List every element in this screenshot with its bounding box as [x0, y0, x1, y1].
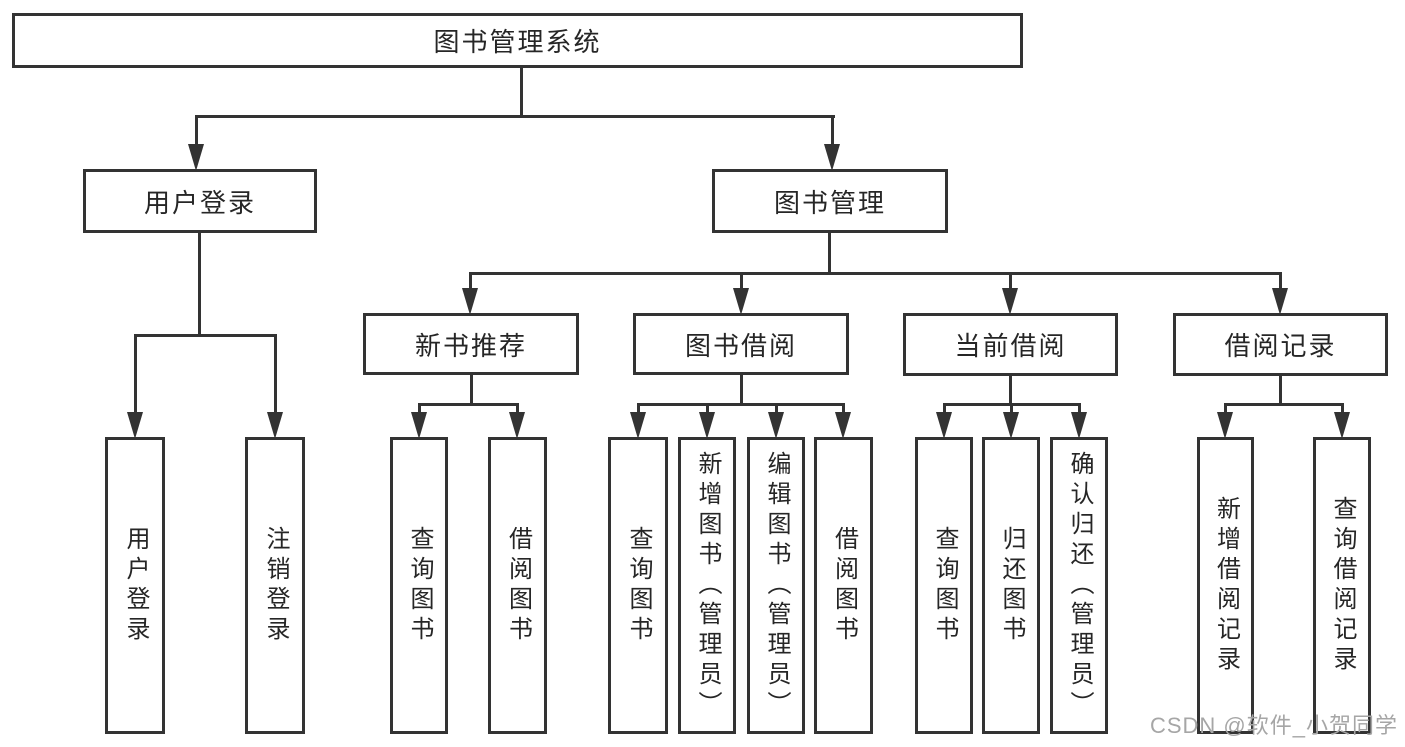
- connector-line: [1224, 403, 1343, 406]
- leaf-query-books-3: 查询图书: [915, 437, 973, 734]
- leaf-borrow-books-1: 借阅图书: [488, 437, 547, 734]
- leaf-return-books-label: 归还图书: [998, 525, 1025, 646]
- connector-line: [775, 403, 778, 413]
- arrow-down-icon: [699, 412, 715, 439]
- node-borrow-records-label: 借阅记录: [1224, 331, 1337, 361]
- leaf-edit-book-admin-label: 编辑图书（管理员）: [763, 450, 790, 721]
- node-borrow-records: 借阅记录: [1173, 313, 1388, 376]
- connector-line: [740, 374, 743, 405]
- leaf-logout-label: 注销登录: [262, 525, 289, 646]
- connector-line: [828, 233, 831, 274]
- connector-line: [637, 403, 640, 413]
- arrow-down-icon: [127, 412, 143, 439]
- leaf-logout: 注销登录: [245, 437, 305, 734]
- connector-line: [195, 115, 198, 145]
- node-new-book-recommend: 新书推荐: [363, 313, 579, 375]
- leaf-add-book-admin: 新增图书（管理员）: [678, 437, 736, 734]
- leaf-query-books-2: 查询图书: [608, 437, 668, 734]
- leaf-edit-book-admin: 编辑图书（管理员）: [747, 437, 805, 734]
- connector-line: [831, 115, 834, 145]
- arrow-down-icon: [1272, 288, 1288, 315]
- leaf-query-books-1-label: 查询图书: [406, 525, 433, 646]
- arrow-down-icon: [1003, 412, 1019, 439]
- connector-line: [740, 272, 743, 289]
- connector-line: [1078, 403, 1081, 413]
- connector-line: [943, 403, 946, 413]
- node-root-label: 图书管理系统: [433, 27, 602, 57]
- node-book-management: 图书管理: [712, 169, 948, 233]
- node-user-login-label: 用户登录: [143, 187, 256, 218]
- arrow-down-icon: [768, 412, 784, 439]
- node-current-borrow: 当前借阅: [903, 313, 1118, 376]
- connector-line: [469, 272, 1282, 275]
- connector-line: [637, 403, 845, 406]
- connector-line: [842, 403, 845, 413]
- connector-line: [516, 403, 519, 413]
- arrow-down-icon: [509, 412, 525, 439]
- node-book-management-label: 图书管理: [773, 187, 886, 218]
- leaf-query-books-1: 查询图书: [390, 437, 448, 734]
- leaf-user-login: 用户登录: [105, 437, 165, 734]
- leaf-user-login-label: 用户登录: [122, 525, 149, 646]
- connector-line: [520, 68, 523, 118]
- connector-line: [134, 334, 137, 412]
- node-current-borrow-label: 当前借阅: [954, 331, 1067, 361]
- arrow-down-icon: [462, 288, 478, 315]
- leaf-query-borrow-record-label: 查询借阅记录: [1329, 495, 1356, 676]
- leaf-borrow-books-2-label: 借阅图书: [830, 525, 858, 646]
- arrow-down-icon: [411, 412, 427, 439]
- leaf-query-borrow-record: 查询借阅记录: [1313, 437, 1371, 734]
- arrow-down-icon: [824, 144, 840, 171]
- leaf-confirm-return-admin: 确认归还（管理员）: [1050, 437, 1108, 734]
- arrow-down-icon: [1002, 288, 1018, 315]
- leaf-query-books-3-label: 查询图书: [931, 525, 958, 646]
- connector-line: [469, 272, 472, 289]
- connector-line: [1279, 272, 1282, 289]
- node-user-login: 用户登录: [83, 169, 317, 233]
- connector-line: [1009, 272, 1012, 289]
- arrow-down-icon: [1071, 412, 1087, 439]
- connector-line: [274, 334, 277, 412]
- arrow-down-icon: [630, 412, 646, 439]
- connector-line: [1341, 403, 1344, 413]
- connector-line: [134, 334, 277, 337]
- connector-line: [1224, 403, 1227, 413]
- connector-line: [470, 374, 473, 405]
- connector-line: [1279, 374, 1282, 405]
- arrow-down-icon: [267, 412, 283, 439]
- arrow-down-icon: [733, 288, 749, 315]
- node-book-borrow-label: 图书借阅: [684, 330, 797, 361]
- leaf-add-book-admin-label: 新增图书（管理员）: [694, 450, 721, 721]
- leaf-add-borrow-record-label: 新增借阅记录: [1212, 495, 1240, 676]
- leaf-confirm-return-admin-label: 确认归还（管理员）: [1066, 450, 1093, 721]
- node-root: 图书管理系统: [12, 13, 1023, 68]
- watermark: CSDN @软件_小贺同学: [1149, 713, 1398, 738]
- leaf-borrow-books-2: 借阅图书: [814, 437, 873, 734]
- connector-line: [1010, 403, 1013, 413]
- connector-line: [198, 233, 201, 336]
- leaf-add-borrow-record: 新增借阅记录: [1197, 437, 1254, 734]
- arrow-down-icon: [835, 412, 851, 439]
- node-book-borrow: 图书借阅: [633, 313, 849, 375]
- leaf-return-books: 归还图书: [982, 437, 1040, 734]
- arrow-down-icon: [1217, 412, 1233, 439]
- connector-line: [418, 403, 421, 413]
- arrow-down-icon: [1334, 412, 1350, 439]
- leaf-query-books-2-label: 查询图书: [625, 525, 652, 646]
- connector-line: [706, 403, 709, 413]
- connector-line: [1009, 374, 1012, 405]
- arrow-down-icon: [188, 144, 204, 171]
- leaf-borrow-books-1-label: 借阅图书: [504, 525, 532, 646]
- connector-line: [195, 115, 835, 118]
- node-new-book-recommend-label: 新书推荐: [414, 330, 527, 361]
- arrow-down-icon: [936, 412, 952, 439]
- connector-line: [418, 403, 519, 406]
